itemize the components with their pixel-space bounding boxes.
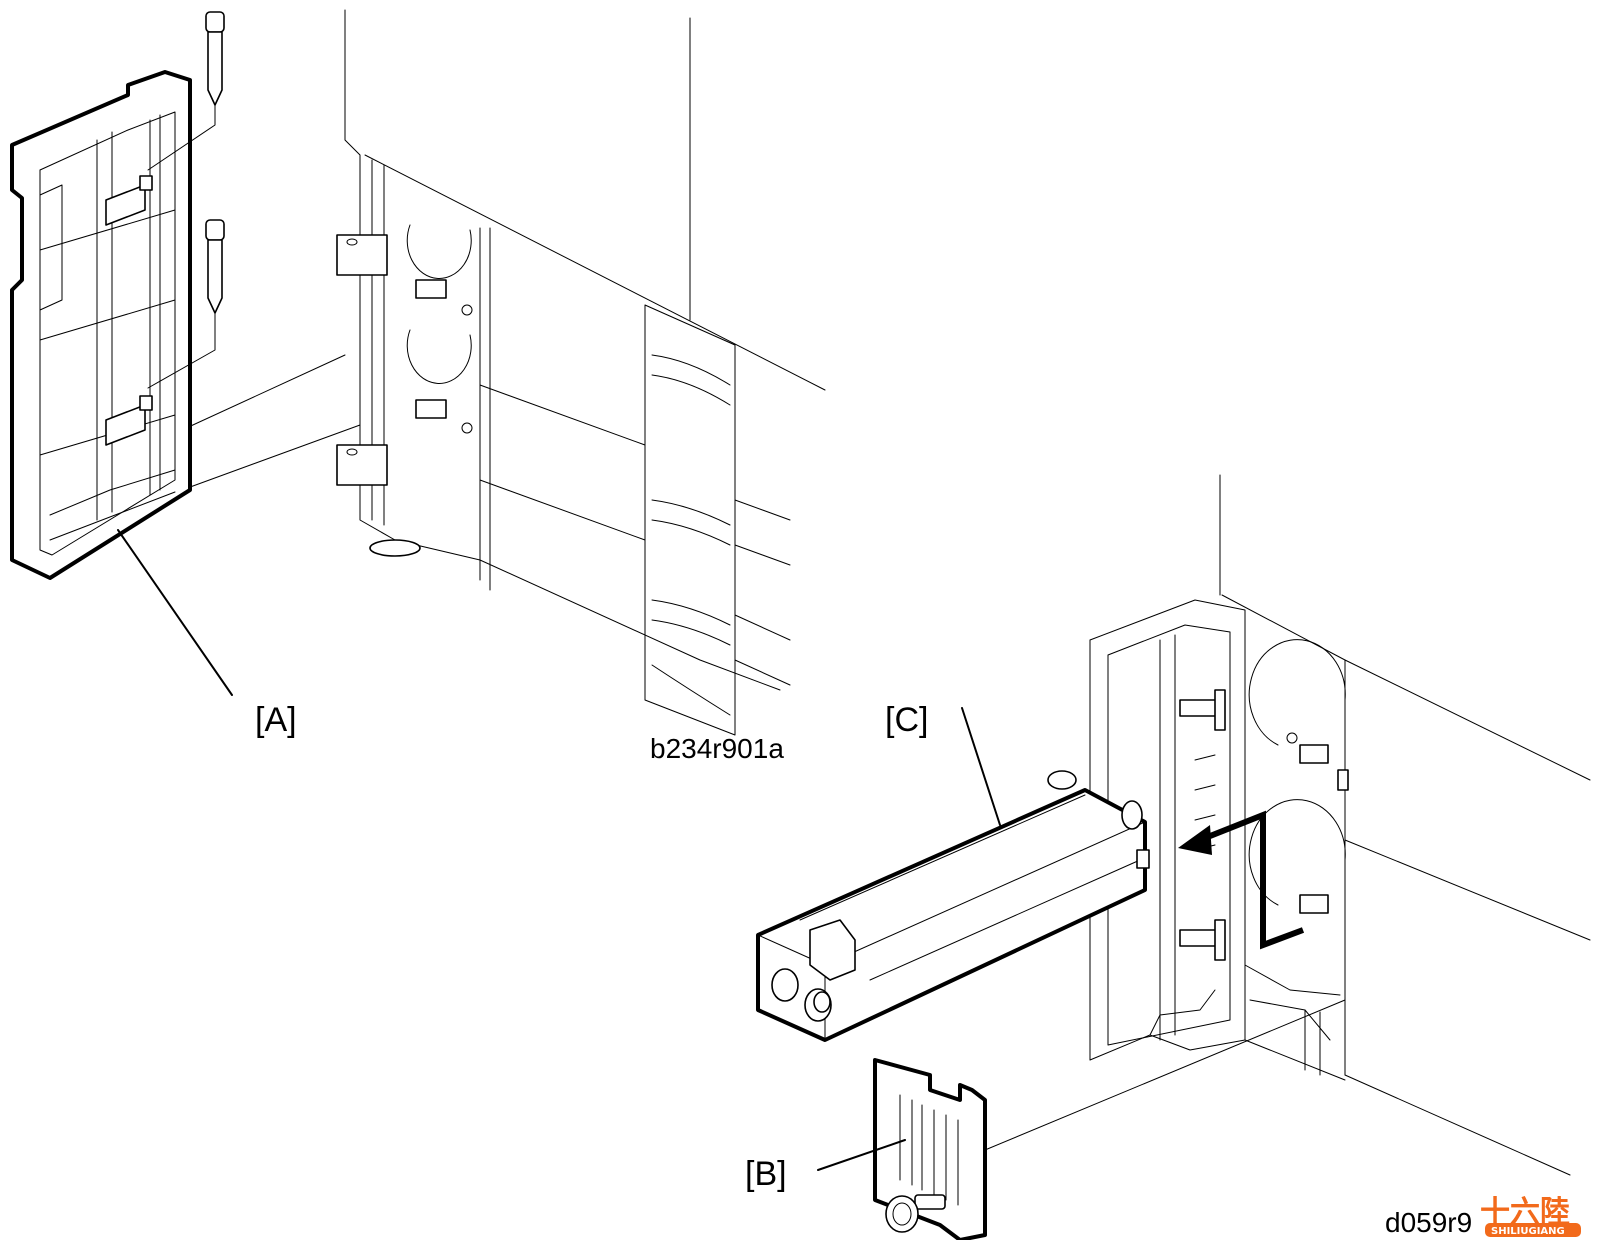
label-c: [C] — [885, 701, 928, 739]
left-panel: [A] b234r901a — [10, 9, 826, 764]
insert-arrow — [1178, 810, 1305, 950]
right-panel: [C] [B] d059r9 — [745, 474, 1591, 1240]
figure-code-left: b234r901a — [650, 733, 784, 764]
leader-line-b — [817, 1139, 906, 1171]
pin-bottom — [147, 219, 225, 389]
cover-a — [10, 70, 192, 580]
bracket-b — [873, 1058, 987, 1240]
figure-code-right: d059r9 — [1385, 1207, 1472, 1238]
label-b: [B] — [745, 1155, 787, 1193]
watermark-en: SHILIUGIANG — [1491, 1226, 1565, 1237]
machine-body-left — [181, 9, 826, 736]
machine-body-right — [984, 474, 1591, 1176]
pin-top — [147, 11, 225, 171]
watermark-logo: 十六陸 SHILIUGIANG — [1478, 1188, 1586, 1237]
leader-line-c — [961, 707, 1001, 826]
unit-c — [756, 770, 1150, 1042]
label-a: [A] — [255, 701, 297, 739]
leader-line-a — [117, 529, 233, 696]
